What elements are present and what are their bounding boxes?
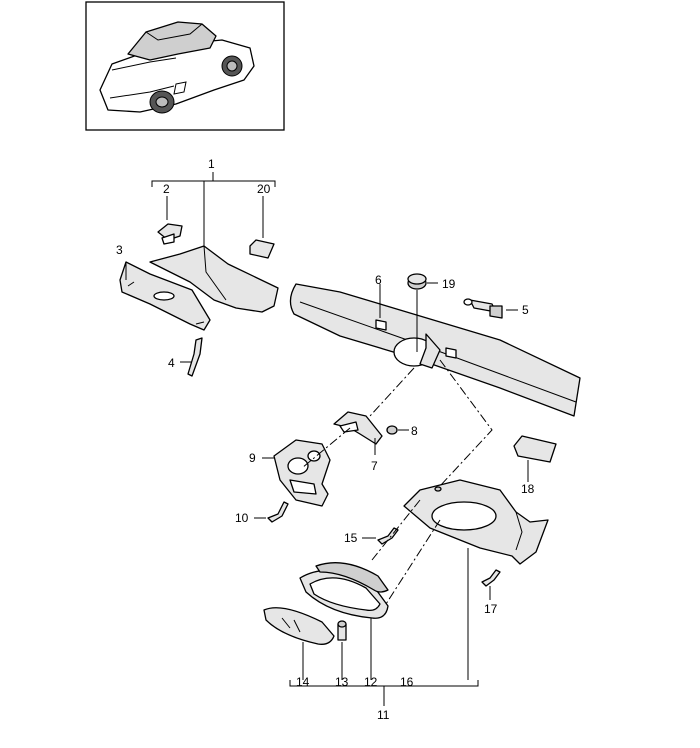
part-14-lens [263, 607, 335, 645]
callout-1: 1 [208, 157, 215, 171]
callout-13: 13 [335, 675, 349, 689]
group-bracket-1 [151, 172, 276, 246]
callout-2: 2 [163, 182, 170, 196]
callout-8: 8 [411, 424, 418, 438]
part-16-console [403, 479, 549, 565]
assembly-lines [301, 359, 493, 605]
part-19-cap [407, 273, 427, 290]
part-18-label [513, 435, 557, 463]
callout-6: 6 [375, 273, 382, 287]
part-7-hinge-bracket [333, 411, 383, 445]
group-bracket-11 [289, 680, 479, 706]
callout-16: 16 [400, 675, 414, 689]
part-4-pin [187, 337, 203, 377]
part-1-trim-panel [149, 245, 279, 313]
callout-4: 4 [168, 356, 175, 370]
callout-7: 7 [371, 459, 378, 473]
callout-5: 5 [522, 303, 529, 317]
callout-9: 9 [249, 451, 256, 465]
callout-12: 12 [364, 675, 378, 689]
part-3-bracket [119, 261, 211, 331]
part-9-housing [273, 439, 331, 507]
part-20-pad [249, 239, 275, 259]
part-13-bulb [337, 620, 347, 641]
part-15-screw [377, 527, 399, 545]
callout-10: 10 [235, 511, 249, 525]
callout-3: 3 [116, 243, 123, 257]
part-10-screw [267, 501, 289, 523]
part-12-lamp-frame [299, 562, 389, 619]
callout-15: 15 [344, 531, 358, 545]
part-5-bolt [463, 298, 503, 319]
car-thumbnail [85, 1, 285, 131]
part-8-nut [386, 425, 398, 435]
part-17-screw [481, 569, 501, 587]
callout-20: 20 [257, 182, 271, 196]
callout-18: 18 [521, 482, 535, 496]
callout-14: 14 [296, 675, 310, 689]
callout-17: 17 [484, 602, 498, 616]
callout-11: 11 [377, 708, 390, 722]
part-2-clip [157, 223, 183, 245]
part-6-roof-rail [289, 283, 581, 417]
callout-19: 19 [442, 277, 456, 291]
